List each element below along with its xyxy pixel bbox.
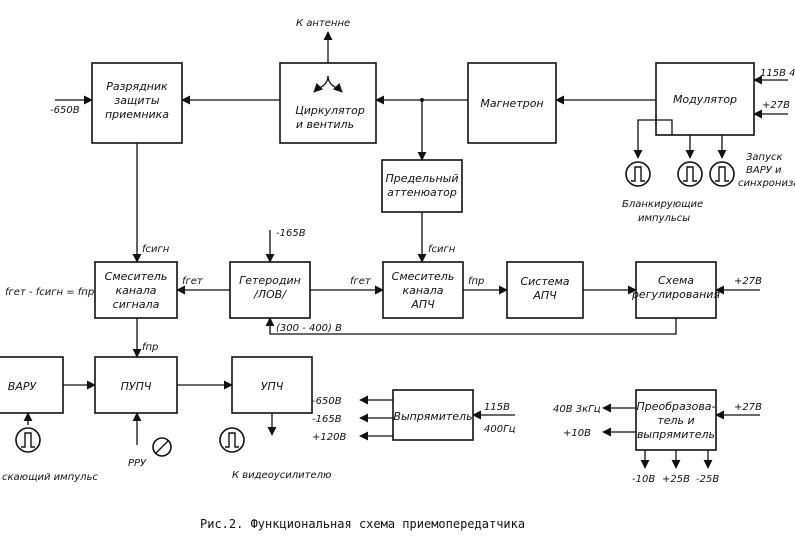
label-blank-1: Бланкирующие [622,199,703,210]
svg-text:выпрямитель: выпрямитель [637,428,715,441]
label-fget-1: fгет [182,276,204,287]
block-preobrazovatel: Преобразова- тель и выпрямитель [635,389,717,451]
svg-text:/ЛОВ/: /ЛОВ/ [253,288,287,301]
svg-text:приемника: приемника [105,108,169,121]
wire-reg-get [265,317,677,335]
label-27-pr: +27В [734,402,762,413]
block-vypryamitel: Выпрямитель [392,389,474,441]
label-hz400-3: 40В 3кГц [553,404,601,415]
block-modulyator: Модулятор [655,62,755,136]
label-fget-2: fгет [350,276,372,287]
label-27-mod: +27В [762,100,790,111]
pulse-icon-blank [625,161,651,187]
svg-text:Смеситель: Смеситель [105,270,168,283]
svg-text:аттенюатор: аттенюатор [387,186,457,199]
block-magnetron: Магнетрон [467,62,557,144]
label-minus650: -650В [50,105,80,116]
svg-text:сигнала: сигнала [113,298,160,311]
block-pupch: ПУПЧ [94,356,178,414]
label-fpr-pupch: fпр [142,342,158,353]
label-plus25: +25В [662,474,690,485]
wire-mod-blank [633,119,673,159]
label-hz400: 400Гц [484,424,516,435]
label-k-antenne: К антенне [296,18,350,29]
svg-text:канала: канала [402,284,443,297]
label-minus25: -25В [696,474,719,485]
svg-text:УПЧ: УПЧ [261,380,284,393]
label-fpr-apch: fпр [468,276,484,287]
svg-text:АПЧ: АПЧ [532,289,557,302]
svg-text:АПЧ: АПЧ [410,298,435,311]
svg-text:защиты: защиты [114,94,160,107]
label-skachushiy: скающий импульс [2,472,98,483]
svg-text:Выпрямитель: Выпрямитель [393,410,472,423]
svg-text:Преобразова-: Преобразова- [636,400,715,413]
label-rru: РРУ [128,458,147,469]
pulse-icon-varu [15,427,41,453]
label-blank-2: импульсы [638,213,690,224]
block-smesitel-signala: Смеситель канала сигнала [94,261,178,319]
no-signal-icon [152,437,172,457]
block-smesitel-apch: Смеситель канала АПЧ [382,261,464,319]
label-zapusk-1: Запуск [746,152,783,163]
label-zapusk-3: синхрониза [738,178,795,189]
block-cirkulator: Циркулятор и вентиль [279,62,377,144]
label-v165: -165В [312,414,342,425]
svg-text:Смеситель: Смеситель [392,270,455,283]
block-sistema-apch: Система АПЧ [506,261,584,319]
label-minus165: -165В [276,228,306,239]
svg-text:канала: канала [115,284,156,297]
label-300-400: (300 - 400) В [276,323,342,334]
label-27-reg: +27В [734,276,762,287]
block-skhema-reg: Схема регулирования [631,261,720,319]
label-minus10: -10В [632,474,655,485]
label-zapusk-2: ВАРУ и [746,165,782,176]
svg-text:регулирования: регулирования [631,288,720,301]
svg-text:ПУПЧ: ПУПЧ [121,380,152,393]
label-v120: +120В [312,432,346,443]
svg-text:Схема: Схема [658,274,694,287]
label-fsign-1: fсигн [142,244,170,255]
label-formula: fгет - fсигн = fпр [5,287,94,298]
label-v115: 115В [484,402,510,413]
label-v650: -650В [312,396,342,407]
svg-text:ВАРУ: ВАРУ [8,380,38,393]
figure-caption: Рис.2. Функциональная схема приемопереда… [200,517,525,531]
svg-text:Система: Система [520,275,569,288]
svg-text:тель и: тель и [657,414,694,427]
label-k-video: К видеоусилителю [232,470,331,481]
pulse-icon-upch [219,427,245,453]
svg-text:Разрядник: Разрядник [106,80,168,93]
svg-text:и вентиль: и вентиль [296,118,354,131]
label-fsign-2: fсигн [428,244,456,255]
svg-text:Предельный: Предельный [386,172,459,185]
pulse-icon-mod [677,161,703,187]
svg-text:Магнетрон: Магнетрон [480,97,543,110]
label-115-400: 115В 400 [760,68,795,79]
label-plus10: +10В [563,428,591,439]
svg-text:Модулятор: Модулятор [673,93,737,106]
block-varu: ВАРУ [0,356,64,414]
block-attenuator: Предельный аттенюатор [381,159,463,213]
block-geterodin: Гетеродин /ЛОВ/ [229,261,311,319]
block-upch: УПЧ [231,356,313,414]
svg-text:Гетеродин: Гетеродин [239,274,301,287]
svg-text:Циркулятор: Циркулятор [295,104,365,117]
block-razryadnik: Разрядник защиты приемника [91,62,183,144]
pulse-icon-zapusk [709,161,735,187]
